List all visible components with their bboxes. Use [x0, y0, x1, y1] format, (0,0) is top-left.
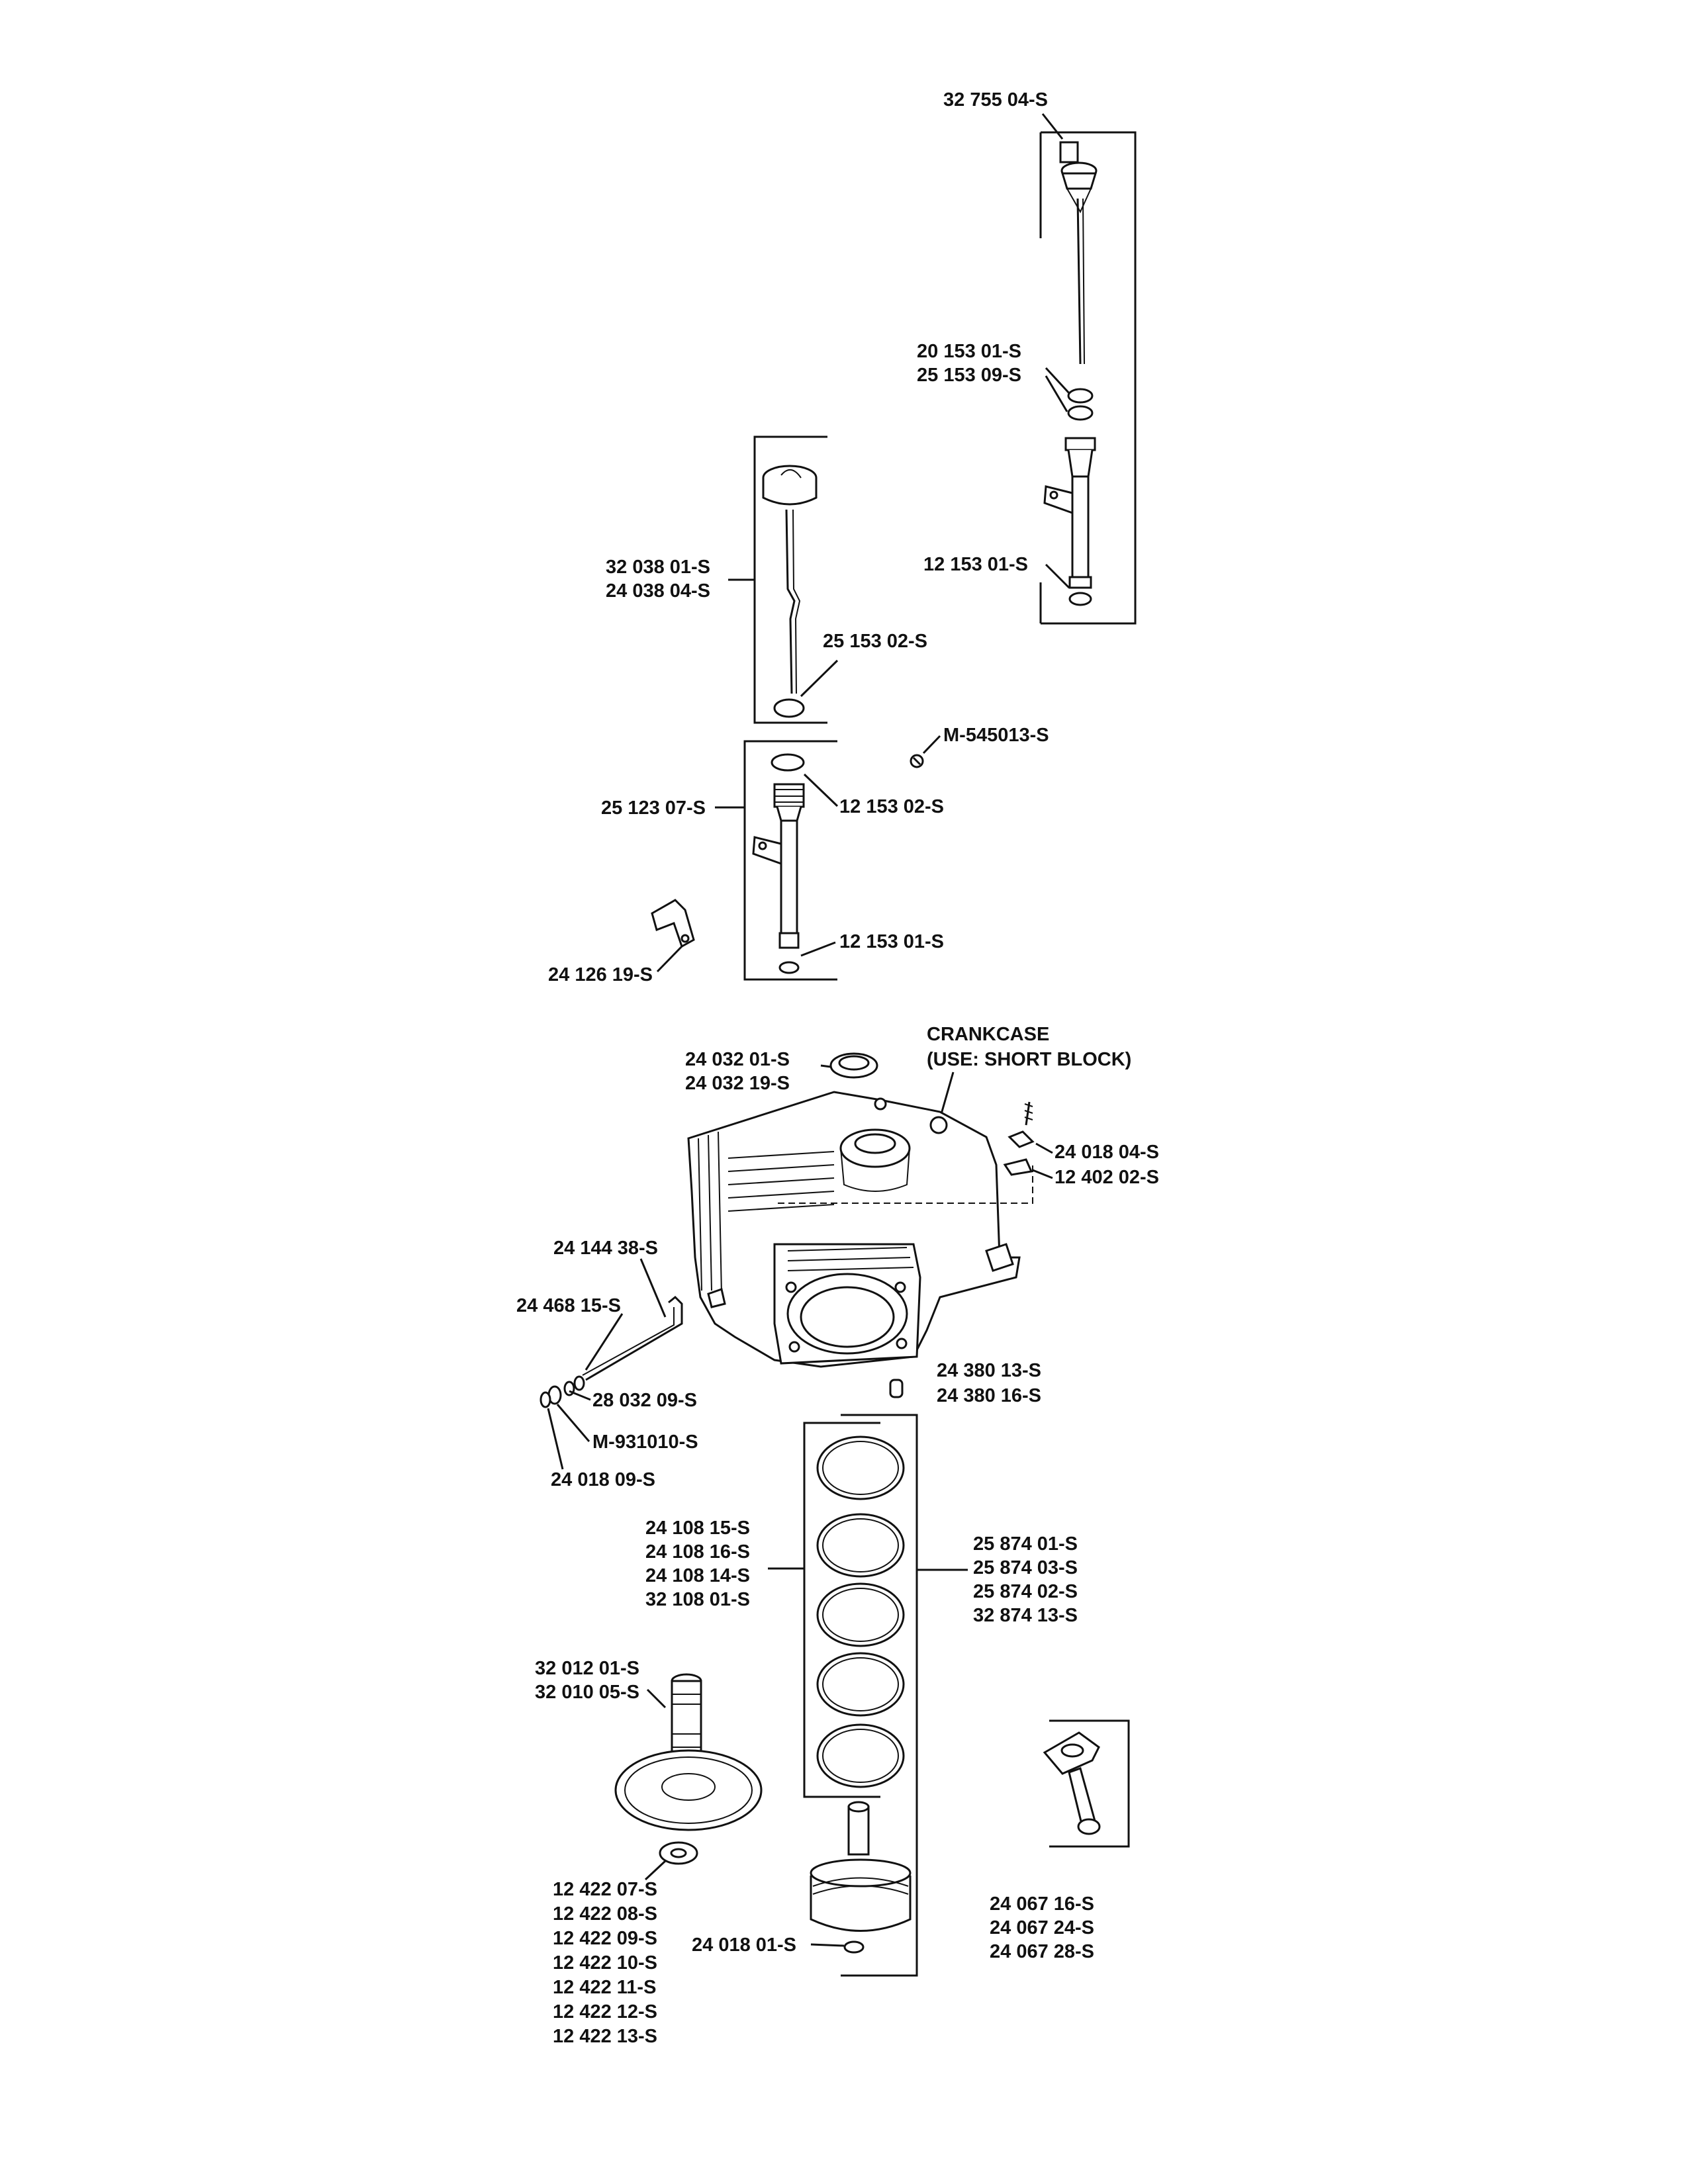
label-m-545013: M-545013-S: [943, 725, 1049, 746]
piston-rings-group: 24 108 15-S 24 108 16-S 24 108 14-S 32 1…: [645, 1414, 1078, 1977]
label-24-038-04: 24 038 04-S: [606, 580, 710, 602]
washer-icon: [539, 1375, 585, 1408]
piston-pin-icon: [847, 1801, 870, 1856]
oring-icon: [1067, 405, 1094, 421]
label-m-931010: M-931010-S: [592, 1432, 698, 1453]
label-24-067-16: 24 067 16-S: [990, 1893, 1094, 1915]
crankcase-title: CRANKCASE: [927, 1024, 1049, 1045]
label-12-153-01-upper: 12 153 01-S: [923, 554, 1028, 575]
ring-icon: [816, 1652, 905, 1717]
crankcase-group: CRANKCASE (USE: SHORT BLOCK) 24 032 01-S…: [516, 1024, 1159, 1490]
oring-icon: [1068, 592, 1092, 606]
lower-tube-group: 25 123 07-S 12 153 02-S 12 153 01-S M-54…: [548, 725, 1049, 985]
label-28-032-09: 28 032 09-S: [592, 1390, 697, 1411]
crankcase-block-icon: [687, 1091, 1021, 1368]
label-12-422-08: 12 422 08-S: [553, 1903, 657, 1925]
label-24-380-13: 24 380 13-S: [937, 1360, 1041, 1381]
camshaft-group: 32 012 01-S 32 010 05-S 12 422 07-S 12 4…: [535, 1658, 763, 2047]
label-24-126-19: 24 126 19-S: [548, 964, 653, 985]
label-12-422-11: 12 422 11-S: [553, 1977, 656, 1998]
screw-icon: [910, 754, 924, 768]
oil-seal-icon: [829, 1052, 878, 1079]
label-24-067-24: 24 067 24-S: [990, 1917, 1094, 1938]
label-12-422-12: 12 422 12-S: [553, 2001, 657, 2023]
clamp-icon: [1003, 1101, 1035, 1176]
label-24-018-01: 24 018 01-S: [692, 1934, 796, 1956]
label-32-012-01: 32 012 01-S: [535, 1658, 639, 1679]
label-12-422-13: 12 422 13-S: [553, 2026, 657, 2047]
camshaft-icon: [614, 1673, 763, 1831]
label-24-032-19: 24 032 19-S: [685, 1073, 790, 1094]
label-24-018-04: 24 018 04-S: [1055, 1142, 1159, 1163]
label-12-153-02: 12 153 02-S: [839, 796, 944, 817]
label-24-108-15: 24 108 15-S: [645, 1518, 750, 1539]
oring-icon: [771, 753, 805, 772]
label-32-108-01: 32 108 01-S: [645, 1589, 750, 1610]
label-24-144-38: 24 144 38-S: [553, 1238, 658, 1259]
label-25-153-02: 25 153 02-S: [823, 631, 927, 652]
label-24-108-16: 24 108 16-S: [645, 1541, 750, 1563]
plug-icon: [889, 1379, 904, 1398]
bracket-icon: [651, 899, 695, 948]
label-25-153-09: 25 153 09-S: [917, 365, 1021, 386]
label-25-874-01: 25 874 01-S: [973, 1533, 1078, 1555]
connecting-rod-icon: [1043, 1731, 1101, 1835]
label-20-153-01: 20 153 01-S: [917, 341, 1021, 362]
label-24-108-14: 24 108 14-S: [645, 1565, 750, 1586]
conrod-group: 24 067 16-S 24 067 24-S 24 067 28-S: [990, 1719, 1130, 1962]
ring-icon: [816, 1582, 905, 1647]
circlip-icon: [843, 1940, 865, 1954]
oring-icon: [778, 961, 800, 974]
label-24-468-15: 24 468 15-S: [516, 1295, 621, 1316]
label-32-010-05: 32 010 05-S: [535, 1682, 639, 1703]
dipstick-cap-icon: [1059, 141, 1098, 214]
oring-icon: [773, 698, 805, 718]
label-24-380-16: 24 380 16-S: [937, 1385, 1041, 1406]
label-24-067-28: 24 067 28-S: [990, 1941, 1094, 1962]
dipstick-tube-icon: [1043, 437, 1096, 589]
label-24-018-09: 24 018 09-S: [551, 1469, 655, 1490]
label-25-123-07: 25 123 07-S: [601, 797, 706, 819]
label-32-755-04: 32 755 04-S: [943, 89, 1048, 111]
label-12-402-02: 12 402 02-S: [1055, 1167, 1159, 1188]
label-32-038-01: 32 038 01-S: [606, 557, 710, 578]
upper-dipstick-group: 32 755 04-S 20 153 01-S 25 153 09-S: [917, 89, 1137, 625]
shim-washer-icon: [659, 1841, 698, 1865]
label-24-032-01: 24 032 01-S: [685, 1049, 790, 1070]
label-12-153-01-lower: 12 153 01-S: [839, 931, 944, 952]
middle-dipstick-group: 32 038 01-S 24 038 04-S 25 153 02-S: [606, 435, 927, 724]
label-25-874-02: 25 874 02-S: [973, 1581, 1078, 1602]
crankcase-subtitle: (USE: SHORT BLOCK): [927, 1049, 1131, 1070]
dipstick-cap-icon: [762, 465, 818, 506]
label-12-422-10: 12 422 10-S: [553, 1952, 657, 1974]
label-12-422-09: 12 422 09-S: [553, 1928, 657, 1949]
ring-icon: [816, 1723, 905, 1788]
piston-icon: [810, 1858, 912, 1932]
label-12-422-07: 12 422 07-S: [553, 1879, 657, 1900]
ring-icon: [816, 1513, 905, 1578]
oil-fill-tube-icon: [752, 783, 805, 949]
oring-icon: [1067, 388, 1094, 404]
ring-icon: [816, 1435, 905, 1500]
label-25-874-03: 25 874 03-S: [973, 1557, 1078, 1578]
label-32-874-13: 32 874 13-S: [973, 1605, 1078, 1626]
dipstick-rod-icon: [582, 1295, 683, 1381]
